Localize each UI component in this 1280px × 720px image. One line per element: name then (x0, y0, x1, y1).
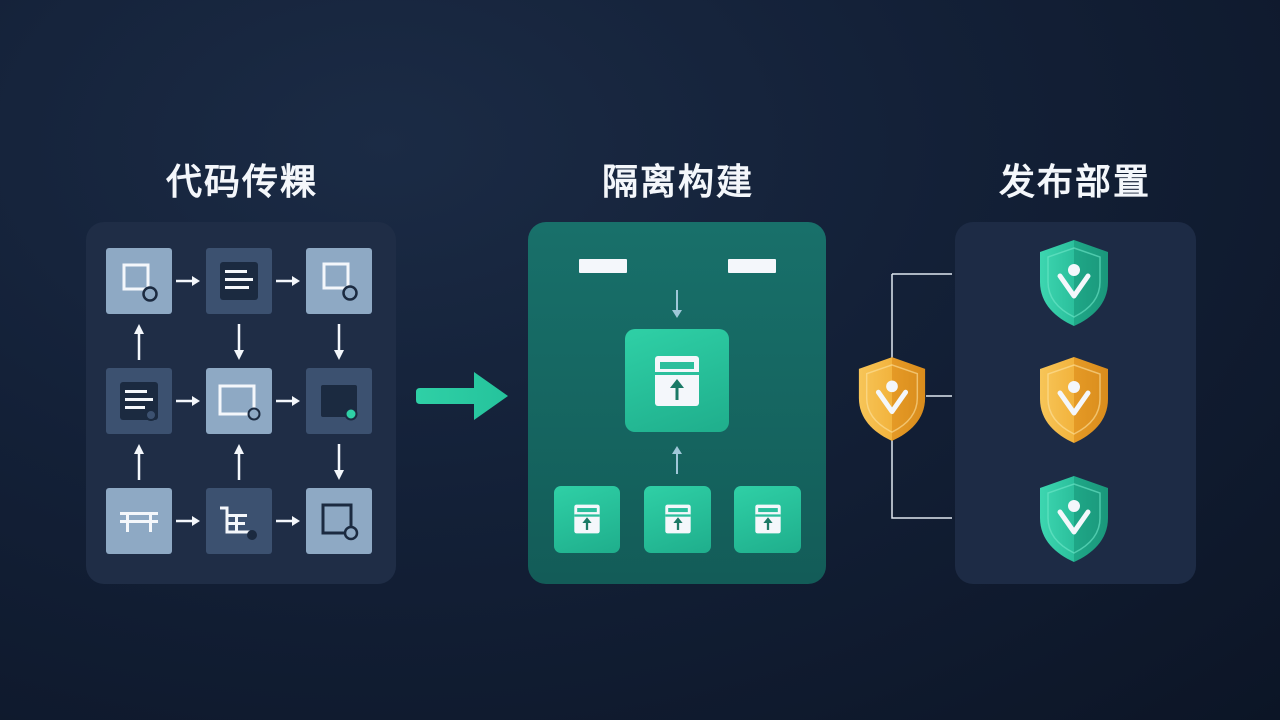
window-icon (321, 503, 359, 541)
window-icon (122, 263, 158, 302)
package-icon (655, 356, 699, 406)
arrow-right-icon (176, 516, 200, 526)
table-icon (120, 512, 158, 532)
source-tile-7 (106, 488, 172, 554)
source-tile-5 (206, 368, 272, 434)
title-source: 代码传粿 (165, 162, 318, 203)
source-tile-3 (306, 248, 372, 314)
shield-heart-icon (1040, 357, 1108, 443)
arrow-right-icon (176, 276, 200, 286)
big-arrow-right-icon (416, 372, 508, 420)
package-icon (665, 504, 691, 534)
source-tile-6 (306, 368, 372, 434)
package-icon (574, 504, 600, 534)
window-icon (218, 384, 261, 421)
source-tile-2 (206, 248, 272, 314)
package-icon (755, 504, 781, 534)
document-icon (220, 262, 258, 300)
arrow-down-icon (334, 324, 344, 360)
arrow-up-icon (234, 444, 244, 480)
cart-icon (220, 506, 257, 540)
source-tile-8 (206, 488, 272, 554)
shield-heart-icon (1040, 240, 1108, 326)
source-tile-4 (106, 368, 172, 434)
arrow-up-icon (134, 324, 144, 360)
shield-heart-icon (858, 357, 926, 441)
source-tile-1 (106, 248, 172, 314)
document-icon (120, 382, 158, 421)
window-icon (322, 262, 358, 301)
arrow-down-icon (234, 324, 244, 360)
arrow-up-icon (672, 446, 682, 474)
arrow-down-icon (672, 290, 682, 318)
arrow-down-icon (334, 444, 344, 480)
arrow-right-icon (176, 396, 200, 406)
shield-heart-icon (1040, 476, 1108, 562)
input-slot-left (579, 259, 627, 273)
title-deploy: 发布部置 (998, 162, 1151, 203)
source-tile-9 (306, 488, 372, 554)
arrow-right-icon (276, 516, 300, 526)
title-build: 隔离构建 (601, 162, 754, 203)
arrow-right-icon (276, 396, 300, 406)
connector-lines (891, 273, 952, 519)
window-icon (321, 385, 358, 421)
arrow-right-icon (276, 276, 300, 286)
arrow-up-icon (134, 444, 144, 480)
input-slot-right (728, 259, 776, 273)
